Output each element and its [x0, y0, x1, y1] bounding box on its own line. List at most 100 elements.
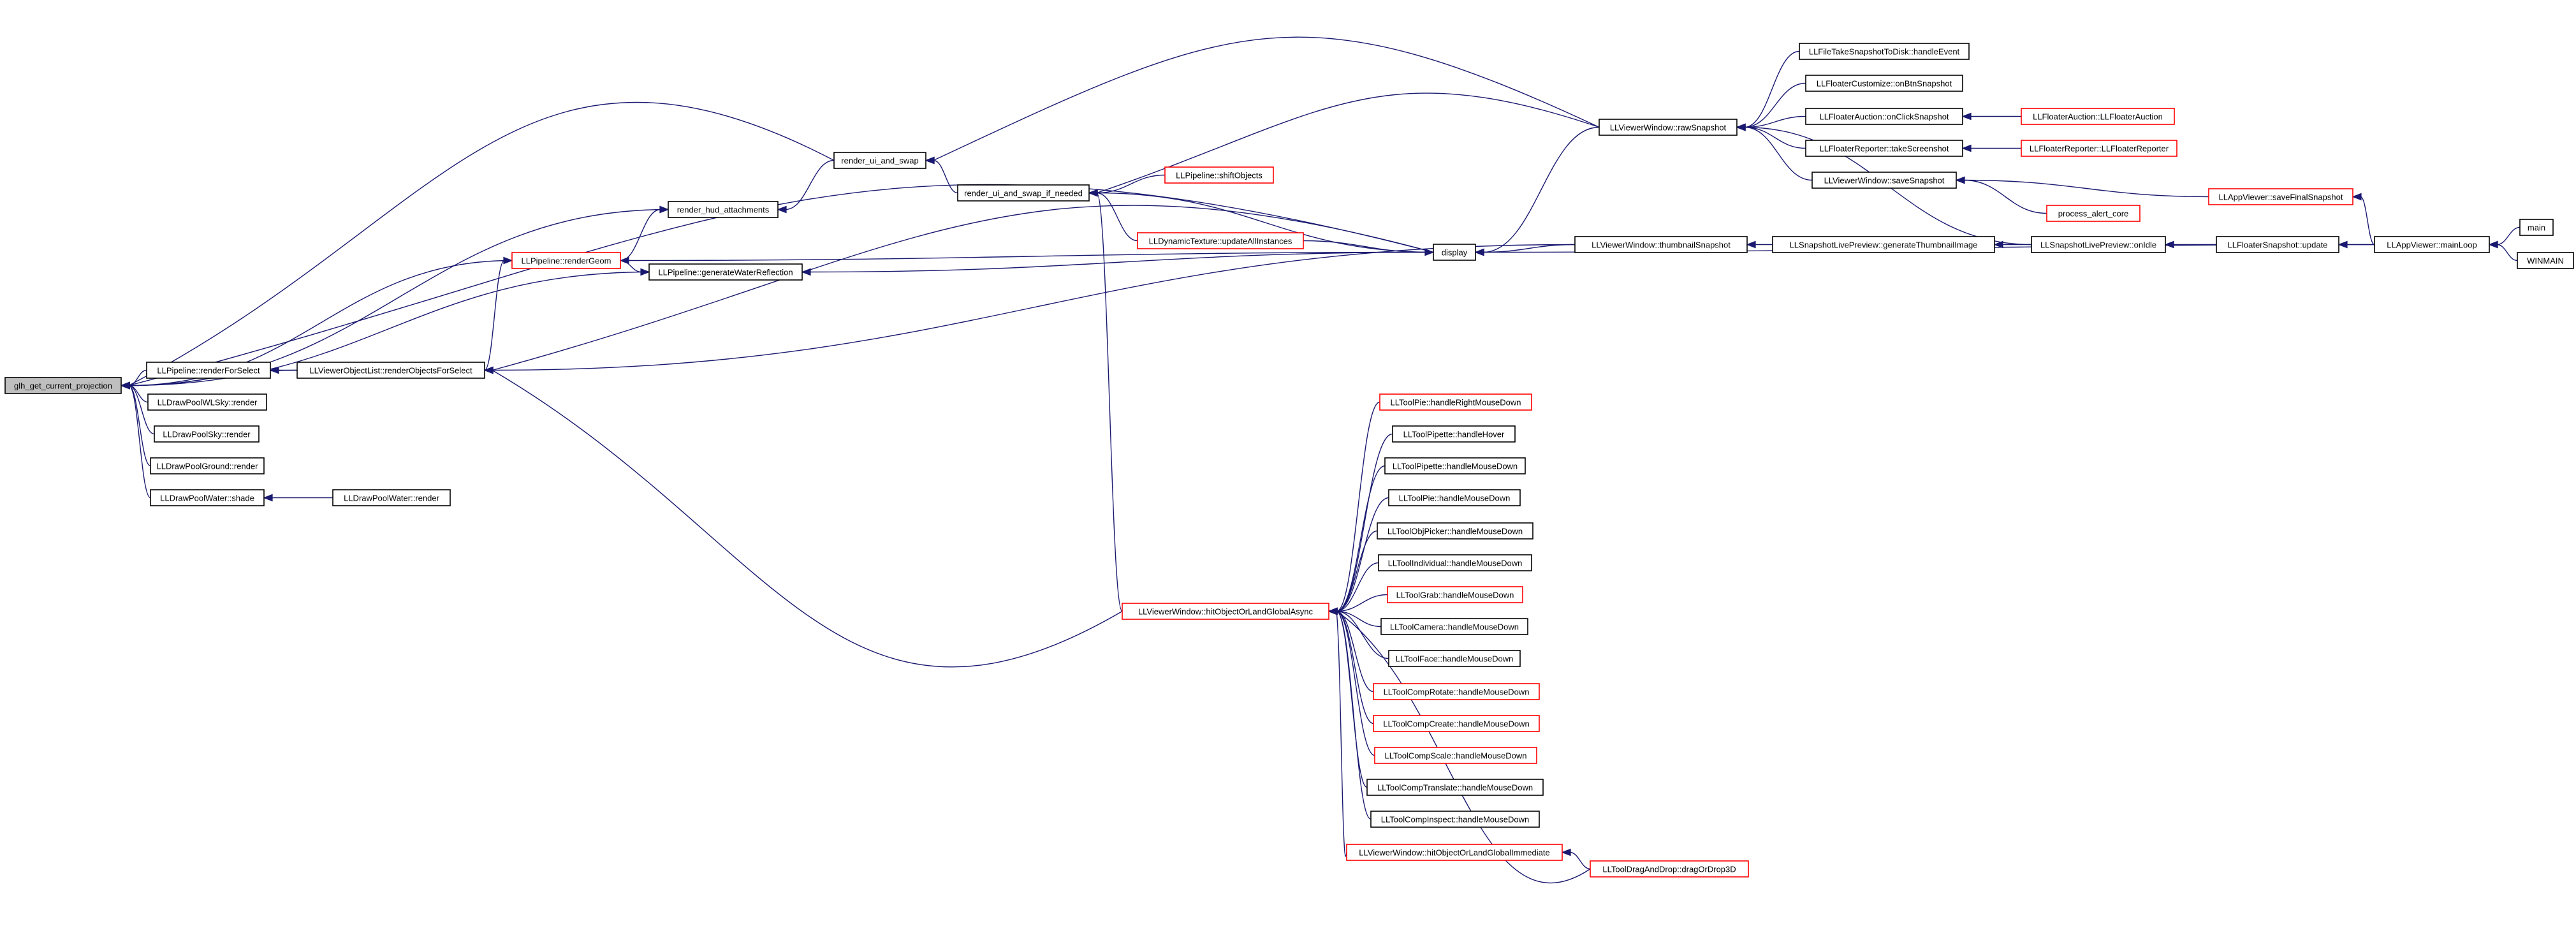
- node-n17[interactable]: LLViewerWindow::thumbnailSnapshot: [1574, 236, 1748, 253]
- node-box[interactable]: [1392, 425, 1516, 443]
- node-n9[interactable]: LLPipeline::renderForSelect: [146, 362, 271, 379]
- node-n14[interactable]: LLDrawPoolWater::shade: [150, 489, 265, 506]
- node-box[interactable]: [2216, 236, 2339, 253]
- node-box[interactable]: [833, 152, 926, 169]
- node-n4[interactable]: LLPipeline::shiftObjects: [1164, 166, 1274, 184]
- node-n49[interactable]: LLToolDragAndDrop::dragOrDrop3D: [1590, 860, 1749, 878]
- node-box[interactable]: [1772, 236, 1995, 253]
- node-box[interactable]: [1346, 844, 1563, 861]
- node-n46[interactable]: LLToolCompTranslate::handleMouseDown: [1366, 779, 1544, 796]
- node-box[interactable]: [1122, 603, 1329, 620]
- node-box[interactable]: [1805, 140, 1963, 157]
- node-n44[interactable]: LLToolCompCreate::handleMouseDown: [1373, 715, 1540, 732]
- node-n18[interactable]: LLFileTakeSnapshotToDisk::handleEvent: [1799, 43, 1970, 60]
- node-box[interactable]: [1574, 236, 1748, 253]
- node-box[interactable]: [1799, 43, 1970, 60]
- node-box[interactable]: [957, 184, 1090, 202]
- node-box[interactable]: [1373, 715, 1540, 732]
- node-n0[interactable]: gl​h_get_current_projection: [4, 377, 122, 394]
- node-box[interactable]: [1599, 119, 1738, 136]
- node-n37[interactable]: LLToolPie::handleMouseDown: [1388, 489, 1521, 506]
- node-box[interactable]: [511, 252, 621, 269]
- node-box[interactable]: [2374, 236, 2490, 253]
- node-box[interactable]: [2021, 108, 2175, 125]
- node-n41[interactable]: LLToolCamera::handleMouseDown: [1380, 618, 1528, 635]
- node-n25[interactable]: LLAppViewer::saveFinalSnapshot: [2208, 188, 2353, 205]
- node-n10[interactable]: LLViewerObjectList::renderObjectsForSele…: [296, 362, 485, 379]
- node-box[interactable]: [1378, 554, 1532, 571]
- node-box[interactable]: [1387, 586, 1523, 603]
- node-box[interactable]: [1590, 860, 1749, 878]
- node-box[interactable]: [296, 362, 485, 379]
- node-n8[interactable]: LLPipeline::renderGeom: [511, 252, 621, 269]
- node-box[interactable]: [1388, 489, 1521, 506]
- node-n40[interactable]: LLToolGrab::handleMouseDown: [1387, 586, 1523, 603]
- node-n28[interactable]: LLSnapshotLivePreview::onIdle: [2031, 236, 2166, 253]
- node-box[interactable]: [2208, 188, 2353, 205]
- node-n43[interactable]: LLToolCompRotate::handleMouseDown: [1373, 683, 1540, 700]
- node-n21[interactable]: LLFloaterAuction::LLFloaterAuction: [2021, 108, 2175, 125]
- node-n31[interactable]: main: [2519, 219, 2554, 236]
- node-box[interactable]: [1377, 522, 1533, 540]
- node-n1[interactable]: render_hud_attachments: [668, 201, 779, 218]
- node-box[interactable]: [1384, 457, 1526, 474]
- node-n23[interactable]: LLFloaterReporter::LLFloaterReporter: [2021, 140, 2177, 157]
- node-box[interactable]: [1811, 172, 1957, 189]
- node-box[interactable]: [1370, 811, 1540, 828]
- node-n20[interactable]: LLFloaterAuction::onClickSnapshot: [1805, 108, 1963, 125]
- node-box[interactable]: [1805, 75, 1963, 92]
- node-box[interactable]: [2519, 219, 2554, 236]
- node-n30[interactable]: LLAppViewer::mainLoop: [2374, 236, 2490, 253]
- node-n38[interactable]: LLToolObjPicker::handleMouseDown: [1377, 522, 1533, 540]
- node-n26[interactable]: process_alert_core: [2046, 205, 2141, 222]
- node-n2[interactable]: render_ui_and_swap: [833, 152, 926, 169]
- node-box[interactable]: [332, 489, 451, 506]
- node-box[interactable]: [4, 377, 122, 394]
- node-box[interactable]: [2046, 205, 2141, 222]
- node-n29[interactable]: LLFloaterSnapshot::update: [2216, 236, 2339, 253]
- node-n33[interactable]: LLViewerWindow::hitObjectOrLandGlobalAsy…: [1122, 603, 1329, 620]
- node-n45[interactable]: LLToolCompScale::handleMouseDown: [1374, 747, 1537, 764]
- node-box[interactable]: [1433, 244, 1476, 261]
- node-box[interactable]: [668, 201, 779, 218]
- node-box[interactable]: [150, 489, 265, 506]
- node-n24[interactable]: LLViewerWindow::saveSnapshot: [1811, 172, 1957, 189]
- node-n5[interactable]: LLDynamicTexture::updateAllInstances: [1137, 232, 1304, 249]
- node-box[interactable]: [2021, 140, 2177, 157]
- node-n6[interactable]: display: [1433, 244, 1476, 261]
- node-n12[interactable]: LLDrawPoolSky::render: [154, 425, 260, 443]
- node-n32[interactable]: WINMAIN: [2517, 252, 2574, 269]
- node-n19[interactable]: LLFloaterCustomize::onBtnSnapshot: [1805, 75, 1963, 92]
- node-n34[interactable]: LLToolPie::handleRightMouseDown: [1379, 393, 1532, 411]
- node-box[interactable]: [1164, 166, 1274, 184]
- node-n7[interactable]: LLPipeline::generateWaterReflection: [648, 263, 803, 281]
- node-box[interactable]: [2517, 252, 2574, 269]
- node-n11[interactable]: LLDrawPoolWLSky::render: [147, 393, 267, 411]
- node-box[interactable]: [1374, 747, 1537, 764]
- node-n22[interactable]: LLFloaterReporter::takeScreenshot: [1805, 140, 1963, 157]
- node-box[interactable]: [1373, 683, 1540, 700]
- node-box[interactable]: [1137, 232, 1304, 249]
- node-n13[interactable]: LLDrawPoolGround::render: [150, 457, 265, 474]
- node-box[interactable]: [147, 393, 267, 411]
- node-box[interactable]: [648, 263, 803, 281]
- node-n47[interactable]: LLToolCompInspect::handleMouseDown: [1370, 811, 1540, 828]
- node-box[interactable]: [150, 457, 265, 474]
- node-box[interactable]: [1388, 650, 1521, 667]
- node-box[interactable]: [1366, 779, 1544, 796]
- node-box[interactable]: [2031, 236, 2166, 253]
- node-n39[interactable]: LLToolIndividual::handleMouseDown: [1378, 554, 1532, 571]
- node-n15[interactable]: LLDrawPoolWater::render: [332, 489, 451, 506]
- node-n42[interactable]: LLToolFace::handleMouseDown: [1388, 650, 1521, 667]
- node-box[interactable]: [154, 425, 260, 443]
- node-box[interactable]: [1379, 393, 1532, 411]
- node-n35[interactable]: LLToolPipette::handleHover: [1392, 425, 1516, 443]
- node-box[interactable]: [1805, 108, 1963, 125]
- node-n48[interactable]: LLViewerWindow::hitObjectOrLandGlobalImm…: [1346, 844, 1563, 861]
- node-box[interactable]: [1380, 618, 1528, 635]
- node-box[interactable]: [146, 362, 271, 379]
- node-n27[interactable]: LLSnapshotLivePreview::generateThumbnail…: [1772, 236, 1995, 253]
- node-n16[interactable]: LLViewerWindow::rawSnapshot: [1599, 119, 1738, 136]
- node-n36[interactable]: LLToolPipette::handleMouseDown: [1384, 457, 1526, 474]
- node-n3[interactable]: render_ui_and_swap_if_needed: [957, 184, 1090, 202]
